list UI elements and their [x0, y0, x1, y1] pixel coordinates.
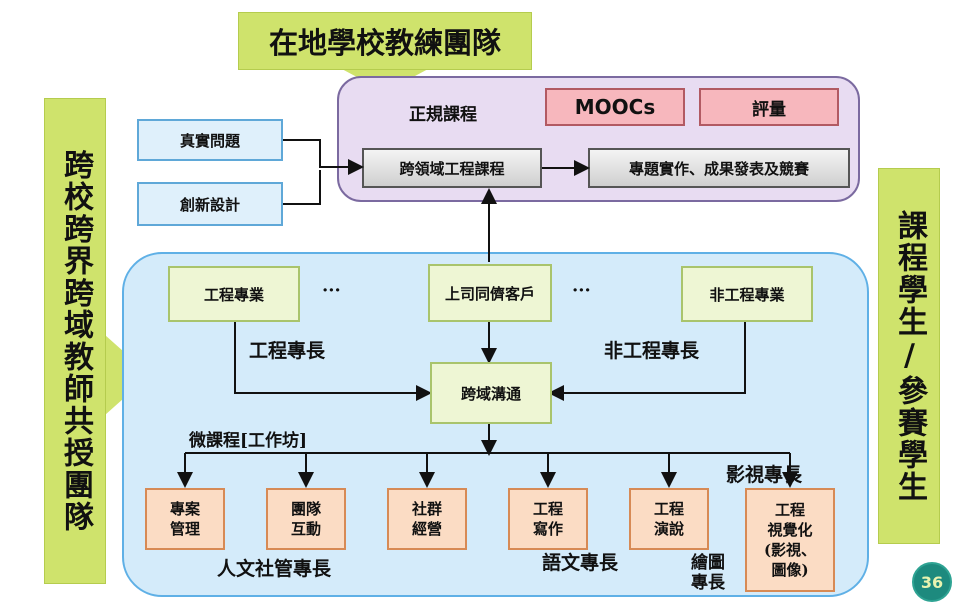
left-banner-text: 跨校跨界跨域教師共授團隊: [58, 149, 93, 533]
engineering-writing-box: 工程 寫作: [508, 488, 588, 550]
ellipsis-2: ···: [572, 280, 591, 301]
box-line: 視覺化: [767, 520, 813, 539]
engineering-connector: [234, 322, 432, 401]
box-line: 工程: [532, 499, 563, 518]
innovative-design-box: 創新設計: [137, 182, 283, 226]
engineering-major-box: 工程專業: [168, 266, 300, 322]
real-problem-connector: [283, 139, 364, 175]
assessment-box: 評量: [699, 88, 839, 126]
box-line: 演說: [653, 520, 684, 538]
micro-course-label: 微課程[工作坊]: [189, 431, 308, 451]
non-engineering-connector: [548, 322, 746, 401]
real-problem-box: 真實問題: [137, 119, 283, 161]
left-banner: 跨校跨界跨域教師共授團隊: [44, 98, 106, 584]
moocs-box: MOOCs: [545, 88, 685, 126]
film-expertise-label: 影視專長: [726, 464, 803, 486]
box-line: 工程: [774, 500, 805, 519]
box-line: 社群: [411, 499, 442, 518]
drawing-expertise-label: 繪圖 專長: [691, 553, 725, 594]
box-line: 寫作: [532, 520, 563, 538]
stakeholders-box: 上司同儕客戶: [428, 264, 552, 322]
box-line: 管理: [169, 520, 200, 538]
innovative-design-connector: [283, 170, 321, 205]
language-expertise-label: 語文專長: [542, 552, 619, 574]
project-output-box: 專題實作、成果發表及競賽: [588, 148, 850, 188]
box-line: 互動: [290, 520, 321, 538]
non-engineering-expertise-label: 非工程專長: [604, 340, 700, 362]
cross-domain-communication-box: 跨域溝通: [430, 362, 552, 424]
drawing-label-line: 繪圖: [691, 553, 725, 573]
engineering-visualization-box: 工程 視覺化 (影視、 圖像): [745, 488, 835, 592]
project-management-box: 專案 管理: [145, 488, 225, 550]
box-line: 圖像): [771, 561, 809, 580]
box-line: (影視、: [763, 541, 817, 559]
top-banner: 在地學校教練團隊: [238, 12, 532, 70]
engineering-speech-box: 工程 演說: [629, 488, 709, 550]
page-number-badge: 36: [912, 562, 952, 602]
formal-course-label: 正規課程: [409, 105, 477, 125]
ellipsis-1: ···: [322, 280, 341, 301]
humanities-expertise-label: 人文社管專長: [217, 558, 332, 580]
box-line: 經營: [411, 520, 442, 538]
cross-domain-course-box: 跨領域工程課程: [362, 148, 542, 188]
box-line: 團隊: [290, 499, 321, 518]
right-banner-text: 課程學生/參賽學生: [892, 209, 927, 503]
box-line: 專案: [169, 499, 200, 518]
team-interaction-box: 團隊 互動: [266, 488, 346, 550]
box-line: 工程: [653, 499, 684, 518]
drawing-label-line: 專長: [691, 573, 725, 594]
right-banner: 課程學生/參賽學生: [878, 168, 940, 544]
engineering-expertise-label: 工程專長: [249, 340, 326, 362]
community-management-box: 社群 經營: [387, 488, 467, 550]
non-engineering-major-box: 非工程專業: [681, 266, 813, 322]
